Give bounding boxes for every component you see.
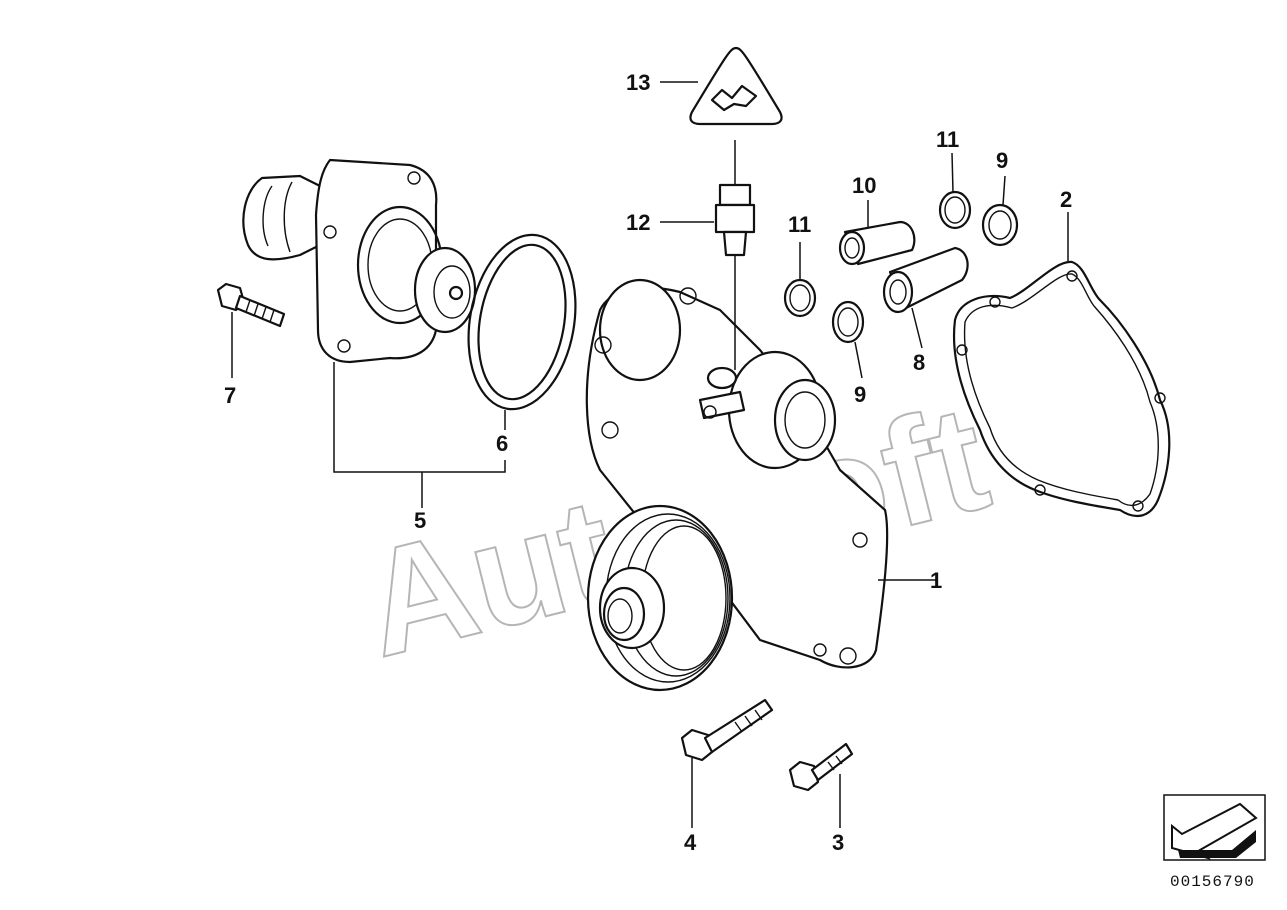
drawing-number: 00156790	[1170, 873, 1255, 891]
callout-4: 4	[684, 830, 697, 855]
bolt-4	[680, 698, 774, 762]
arrow-down-left-icon	[1171, 802, 1258, 860]
seal-ring-11a	[783, 278, 817, 318]
leader-lines	[231, 81, 1069, 828]
seal-ring-11b	[938, 190, 972, 230]
water-pump	[585, 278, 889, 692]
seal-ring-9a	[831, 300, 865, 344]
thermostat-housing	[242, 158, 477, 364]
callout-10: 10	[852, 173, 876, 198]
callout-13: 13	[626, 70, 650, 95]
callout-8: 8	[913, 350, 925, 375]
callout-9a: 9	[854, 382, 866, 407]
connection-pipe-10	[838, 220, 916, 266]
temperature-sensor	[714, 140, 756, 257]
pump-gasket	[953, 260, 1171, 518]
bolt-3	[788, 742, 854, 792]
o-ring-large	[467, 233, 577, 411]
callout-7: 7	[224, 383, 236, 408]
callout-11b: 11	[936, 127, 959, 152]
callout-9b: 9	[996, 148, 1008, 173]
warning-triangle-icon	[689, 46, 783, 126]
callout-1: 1	[930, 568, 942, 593]
callout-12: 12	[626, 210, 650, 235]
callout-6: 6	[496, 431, 508, 456]
callout-5: 5	[414, 508, 426, 533]
callout-2: 2	[1060, 187, 1072, 212]
callout-11a: 11	[788, 212, 811, 237]
nav-box[interactable]	[1163, 794, 1266, 861]
connection-pipe-8	[882, 246, 969, 314]
bolt-7	[216, 282, 286, 328]
callout-3: 3	[832, 830, 844, 855]
seal-ring-9b	[981, 203, 1019, 247]
